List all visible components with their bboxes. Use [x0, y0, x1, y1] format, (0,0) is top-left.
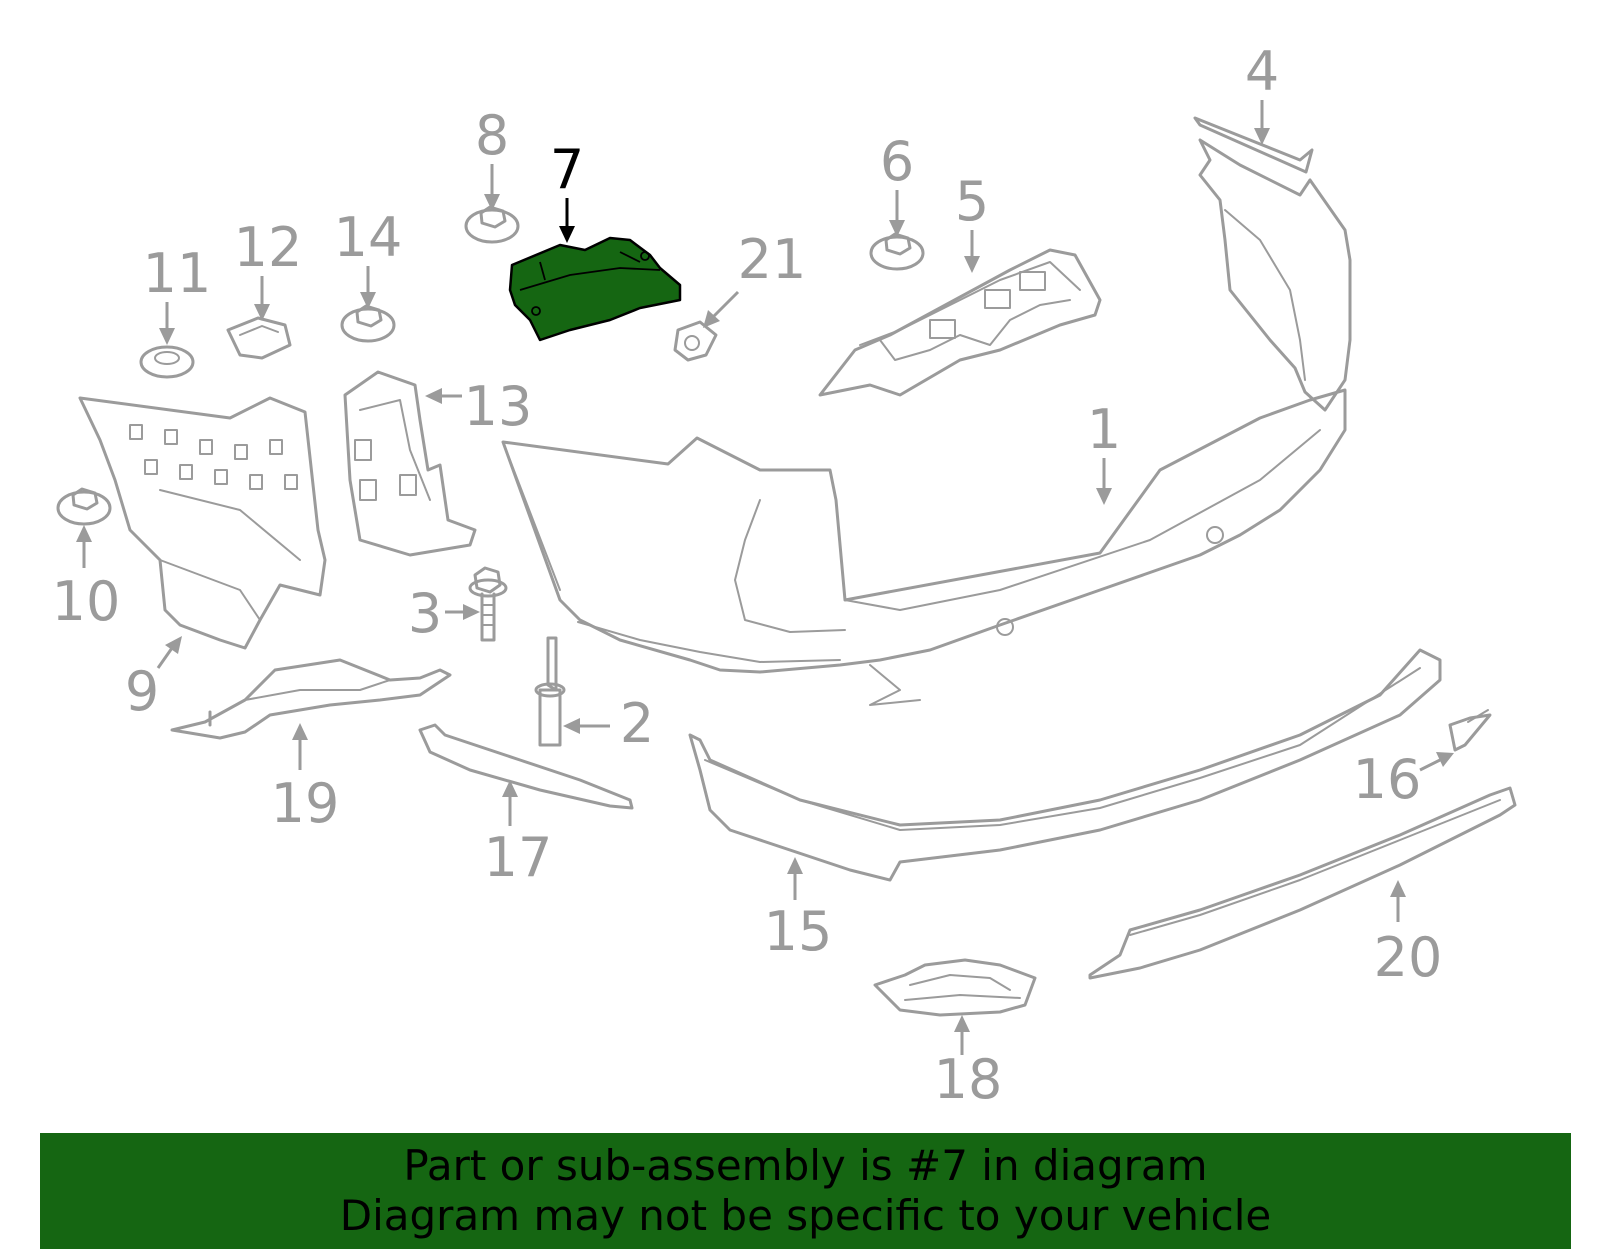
callout-20[interactable]: 20 [1374, 880, 1443, 989]
callout-4[interactable]: 4 [1245, 40, 1279, 145]
info-banner: Part or sub-assembly is #7 in diagram Di… [40, 1133, 1571, 1249]
part-2-pin[interactable] [534, 636, 566, 747]
callout-2[interactable]: 2 [563, 692, 654, 755]
svg-text:21: 21 [738, 228, 807, 291]
part-1-bumper-cover[interactable] [501, 388, 1347, 706]
svg-text:14: 14 [334, 206, 403, 269]
part-10-nut[interactable] [56, 487, 112, 526]
part-13-bracket[interactable] [343, 370, 477, 557]
callout-6[interactable]: 6 [880, 130, 914, 237]
callout-8[interactable]: 8 [475, 104, 509, 211]
part-18-reflector[interactable] [873, 958, 1037, 1017]
svg-text:15: 15 [764, 900, 833, 963]
svg-text:2: 2 [620, 692, 654, 755]
svg-text:3: 3 [408, 582, 442, 645]
part-5-absorber[interactable] [818, 248, 1102, 397]
svg-text:17: 17 [484, 826, 553, 889]
svg-text:20: 20 [1374, 926, 1443, 989]
callout-14[interactable]: 14 [334, 206, 403, 309]
svg-text:12: 12 [234, 216, 303, 279]
callout-16[interactable]: 16 [1353, 748, 1454, 811]
part-17-trim-strip[interactable] [418, 723, 634, 810]
part-14-nut[interactable] [340, 304, 396, 343]
svg-text:4: 4 [1245, 40, 1279, 103]
banner-line-part-number: Part or sub-assembly is #7 in diagram [403, 1141, 1208, 1190]
part-21-sensor-holder[interactable] [673, 320, 718, 362]
callout-5[interactable]: 5 [955, 170, 989, 273]
callout-19[interactable]: 19 [271, 723, 340, 835]
part-19-lower-bracket[interactable] [170, 658, 452, 740]
svg-text:8: 8 [475, 104, 509, 167]
part-11-washer[interactable] [139, 345, 195, 379]
svg-text:18: 18 [934, 1048, 1003, 1111]
svg-text:19: 19 [271, 772, 340, 835]
part-20-lower-trim[interactable] [1088, 786, 1517, 980]
callout-1[interactable]: 1 [1087, 398, 1121, 505]
callout-18[interactable]: 18 [934, 1015, 1003, 1111]
svg-text:16: 16 [1353, 748, 1422, 811]
banner-line-disclaimer: Diagram may not be specific to your vehi… [339, 1191, 1272, 1240]
callout-7[interactable]: 7 [550, 138, 584, 243]
part-7-highlighted-bracket[interactable] [508, 236, 682, 342]
part-8-nut[interactable] [464, 205, 520, 244]
callout-11[interactable]: 11 [143, 242, 212, 345]
callout-17[interactable]: 17 [484, 780, 553, 889]
part-6-nut[interactable] [869, 232, 925, 271]
callout-12[interactable]: 12 [234, 216, 303, 321]
callout-9[interactable]: 9 [125, 636, 182, 723]
part-4-side-trim[interactable] [1193, 116, 1352, 412]
part-9-side-bracket[interactable] [78, 396, 327, 650]
callout-13[interactable]: 13 [425, 375, 532, 438]
callout-10[interactable]: 10 [52, 525, 121, 633]
callout-3[interactable]: 3 [408, 582, 480, 645]
part-16-small-bracket[interactable] [1448, 709, 1492, 752]
svg-text:11: 11 [143, 242, 212, 305]
svg-text:13: 13 [464, 375, 533, 438]
part-15-lower-valance[interactable] [688, 648, 1442, 882]
part-3-bolt[interactable] [468, 566, 508, 642]
svg-text:7: 7 [550, 138, 584, 201]
callout-15[interactable]: 15 [764, 857, 833, 963]
svg-text:10: 10 [52, 570, 121, 633]
svg-text:5: 5 [955, 170, 989, 233]
svg-text:9: 9 [125, 660, 159, 723]
callout-21[interactable]: 21 [703, 228, 806, 328]
svg-text:6: 6 [880, 130, 914, 193]
svg-text:1: 1 [1087, 398, 1121, 461]
part-12-clip[interactable] [226, 316, 292, 360]
